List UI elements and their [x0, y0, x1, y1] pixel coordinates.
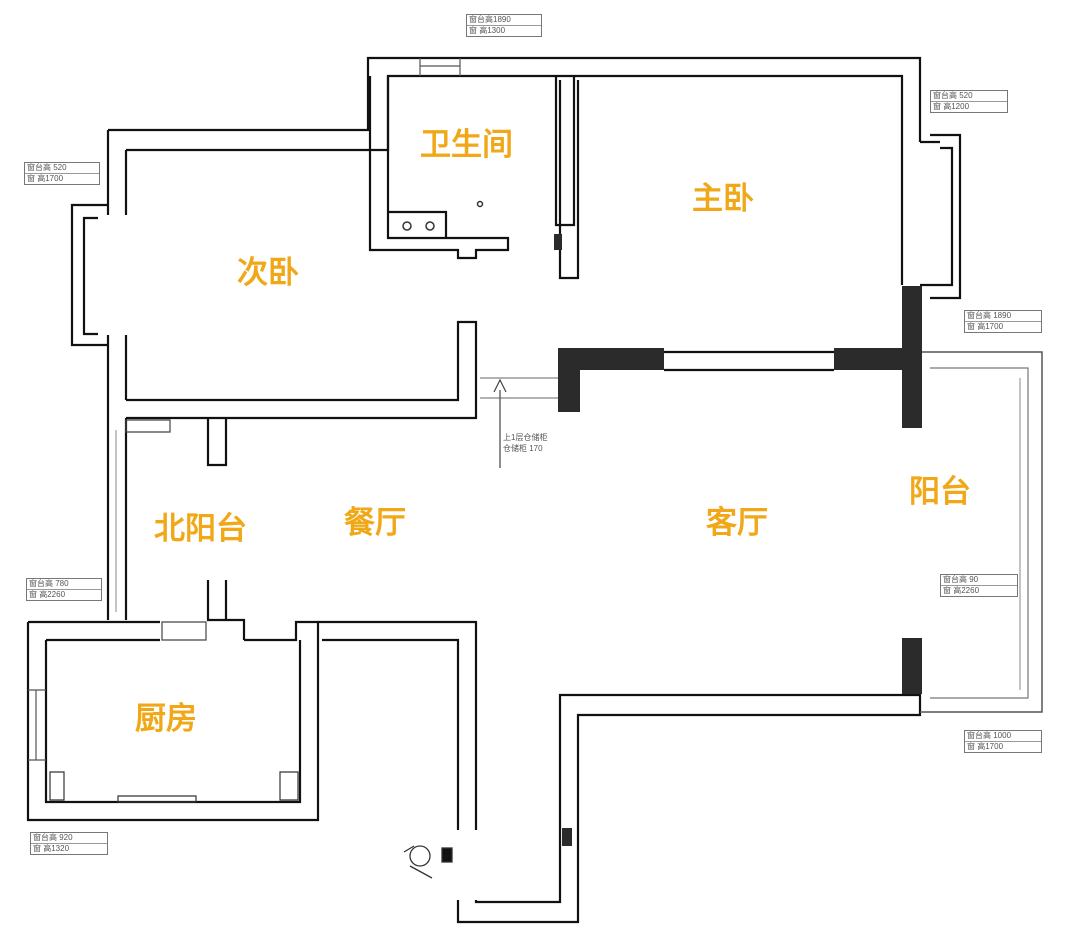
window-tag-height: 窗 高1700 [965, 741, 1041, 752]
kitchen-door [161, 621, 207, 641]
window-tag-height: 窗 高1700 [965, 321, 1041, 332]
window-tag-height: 窗 高1320 [31, 843, 107, 854]
storage-note: 上1层仓储柜 仓储柜 170 [503, 432, 547, 454]
second-window-bay [70, 203, 108, 347]
wall-corridor [456, 693, 922, 924]
wall-kitchen-north-stub [206, 580, 246, 640]
wall-outer-top [108, 56, 922, 142]
window-tag-sill: 窗台高 520 [933, 91, 973, 100]
window-tag-height: 窗 高2260 [941, 585, 1017, 596]
toilet-fixture [402, 221, 412, 231]
wall-inner-top [126, 74, 904, 152]
window-tag-second: 窗台高 520 窗 高1700 [24, 162, 100, 185]
window-tag-sill: 窗台高 1000 [967, 731, 1012, 740]
window-tag-sill: 窗台高 90 [943, 575, 979, 584]
entrance-symbol [403, 845, 453, 879]
room-label-kitchen: 厨房 [135, 701, 197, 737]
room-label-balcony: 阳台 [909, 474, 971, 510]
storage-note-line2: 仓储柜 170 [503, 444, 543, 453]
window-tag-height: 窗 高1700 [25, 173, 99, 184]
window-tag-sill: 窗台高1890 [469, 15, 511, 24]
floor-drain [476, 200, 484, 208]
master-window-bay [930, 133, 962, 300]
window-tag-sill: 窗台高 520 [27, 163, 67, 172]
room-label-dining-room: 餐厅 [344, 505, 406, 541]
storage-arrow [493, 378, 507, 468]
kitchen-sink [49, 771, 299, 801]
window-tag-north-balcony: 窗台高 780 窗 高2260 [26, 578, 102, 601]
wall-master-east [900, 140, 940, 287]
bathroom-top-window [419, 58, 461, 76]
storage-lines [480, 377, 558, 399]
window-tag-balcony-top: 窗台高 1890 窗 高1700 [964, 310, 1042, 333]
window-tag-bathroom: 窗台高1890 窗 高1300 [466, 14, 542, 37]
room-label-second-bedroom: 次卧 [237, 255, 299, 291]
window-tag-kitchen: 窗台高 920 窗 高1320 [30, 832, 108, 855]
wall-master-south [664, 350, 834, 372]
window-tag-sill: 窗台高 1890 [967, 311, 1012, 320]
wall-bathroom-south [368, 76, 510, 260]
pillar-corridor [562, 828, 572, 846]
wall-second-south [126, 320, 478, 420]
room-label-living-room: 客厅 [706, 505, 768, 541]
window-tag-master: 窗台高 520 窗 高1200 [930, 90, 1008, 113]
room-label-north-balcony: 北阳台 [154, 511, 247, 547]
pillar-balcony-corner [902, 286, 922, 428]
kitchen-window [28, 689, 46, 761]
room-label-bathroom: 卫生间 [420, 127, 513, 163]
pillar-balcony-south [902, 638, 922, 694]
window-tag-sill: 窗台高 780 [29, 579, 69, 588]
wall-kitchen-east-inner [322, 638, 460, 830]
balcony-outline [920, 351, 1043, 713]
window-tag-balcony-side: 窗台高 90 窗 高2260 [940, 574, 1018, 597]
pillar-master-east [834, 348, 904, 370]
pillar-bathroom-door [554, 234, 562, 250]
window-tag-height: 窗 高2260 [27, 589, 101, 600]
basin-fixture [425, 221, 435, 231]
wall-dining-stub [206, 418, 228, 467]
balcony-inner [930, 367, 1029, 699]
window-tag-height: 窗 高1200 [931, 101, 1007, 112]
window-tag-balcony-bottom: 窗台高 1000 窗 高1700 [964, 730, 1042, 753]
wall-bathroom-east [554, 76, 576, 227]
pillar-living-west [558, 348, 664, 412]
north-door [125, 419, 171, 433]
room-label-master-bedroom: 主卧 [692, 181, 754, 217]
kitchen-counter [117, 795, 197, 803]
window-tag-sill: 窗台高 920 [33, 833, 73, 842]
wall-north-balcony-west [106, 418, 128, 620]
storage-note-line1: 上1层仓储柜 [503, 433, 548, 442]
wall-second-west [106, 130, 128, 420]
wall-master-west [558, 80, 580, 280]
bathroom-vanity [388, 210, 448, 238]
window-tag-height: 窗 高1300 [467, 25, 541, 36]
wall-kitchen-east-outer [318, 620, 478, 830]
